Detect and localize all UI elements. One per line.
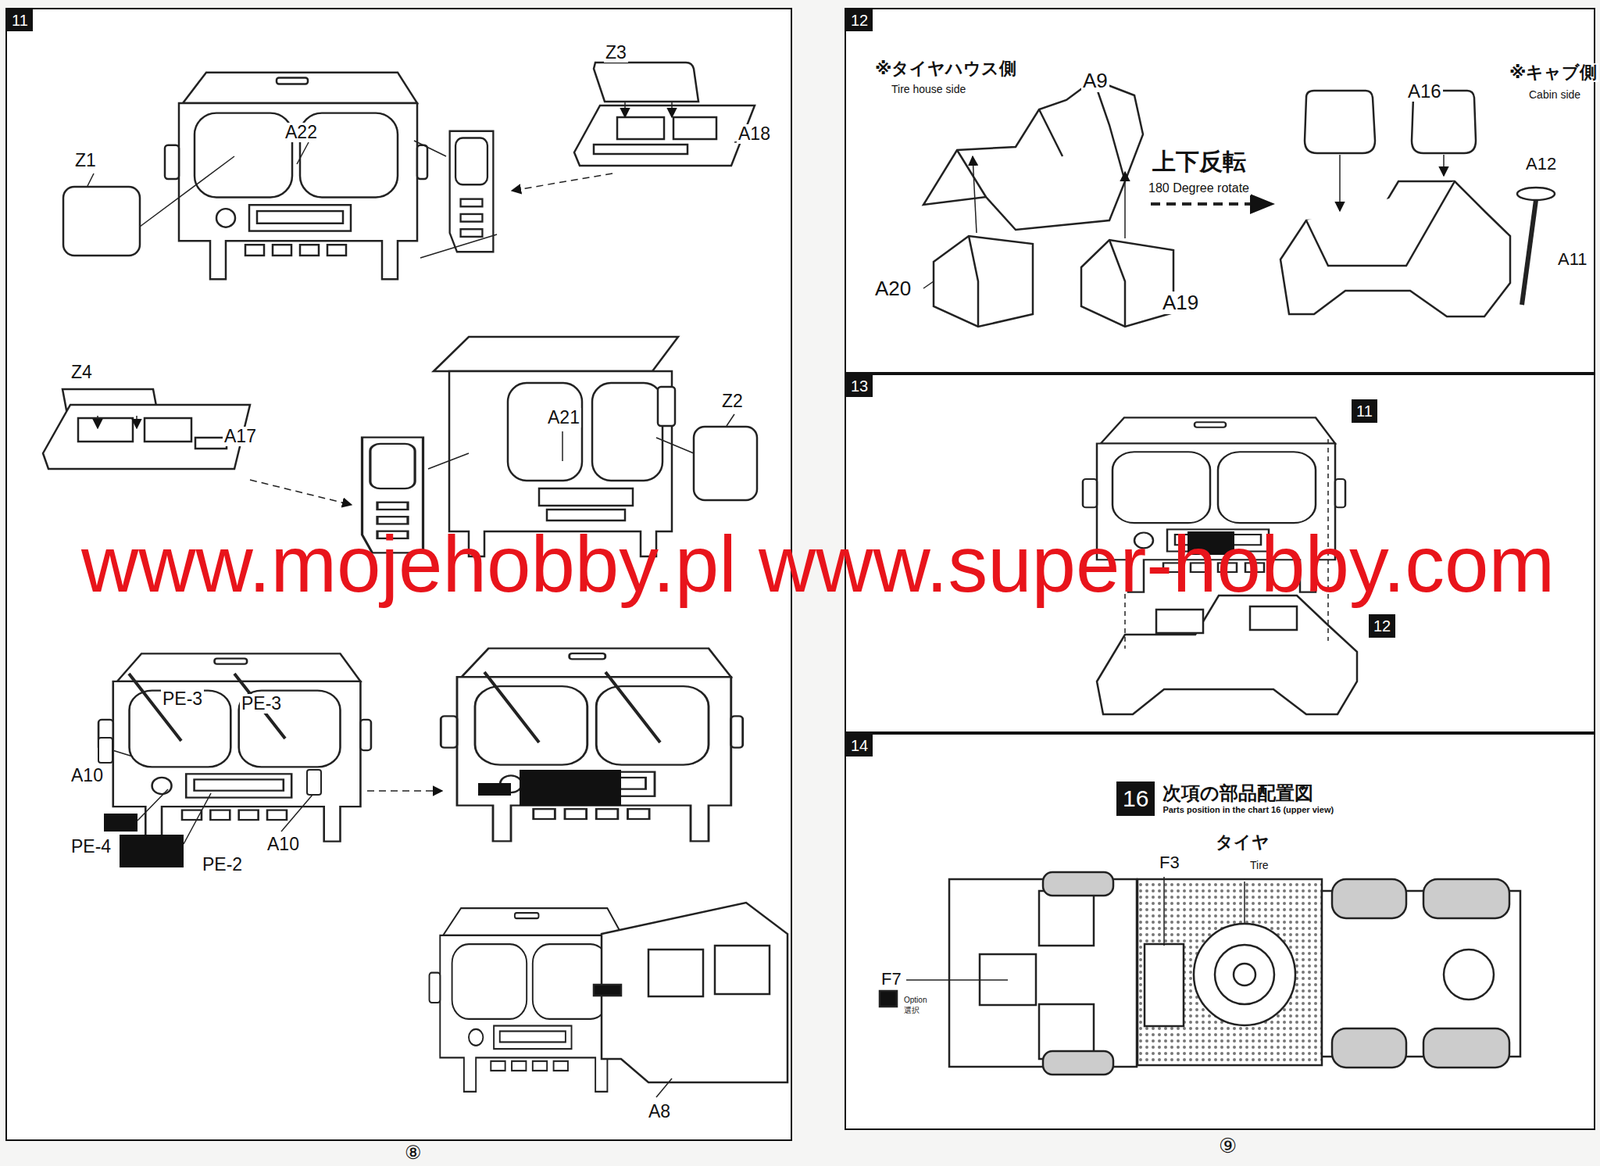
part-label: A11 [1556, 250, 1590, 269]
part-label: PE-3 [239, 693, 283, 714]
part-label: PE-4 [69, 836, 113, 857]
part-label: A9 [1081, 69, 1110, 93]
step-number: 12 [1368, 614, 1396, 638]
part-label: Option [902, 995, 929, 1004]
part-label: ※タイヤハウス側 [873, 59, 1018, 79]
part-label: 上下反転 [1150, 148, 1248, 175]
page-number: ⑨ [1217, 1134, 1239, 1158]
part-label: A18 [736, 124, 772, 144]
part-label: Z2 [720, 391, 745, 411]
step-panel: 1416次項の部品配置図Parts position in the chart … [844, 732, 1596, 1130]
part-label: 選択 [902, 1005, 922, 1015]
step-reference: 11 [1351, 399, 1378, 423]
part-label: A10 [265, 834, 301, 854]
part-label: Z4 [69, 362, 94, 383]
part-label: Z3 [603, 42, 629, 63]
watermark: www.mojehobby.pl www.super-hobby.com [81, 525, 1555, 605]
chart-subheading: Parts position in the chart 16 (upper vi… [1162, 804, 1334, 816]
part-label: ※キャブ側 [1507, 63, 1599, 83]
part-label: F3 [1157, 853, 1182, 872]
part-label: Tire house side [889, 83, 968, 96]
part-label: A21 [546, 407, 582, 428]
part-label: PE-3 [160, 689, 204, 709]
chart-reference: 16次項の部品配置図Parts position in the chart 16… [1116, 781, 1334, 816]
part-label: タイヤ [1214, 832, 1272, 852]
part-label: A19 [1160, 291, 1200, 315]
part-label: A22 [283, 122, 319, 143]
part-label: F7 [879, 969, 904, 989]
page-number: ⑧ [403, 1142, 424, 1163]
chart-heading: 次項の部品配置図 [1162, 781, 1334, 805]
part-label: 180 Degree rotate [1146, 181, 1251, 196]
part-label: Cabin side [1527, 89, 1583, 101]
part-label: A8 [646, 1101, 672, 1122]
heading-block: 次項の部品配置図Parts position in the chart 16 (… [1162, 781, 1334, 816]
part-label: A16 [1406, 81, 1443, 102]
part-label: Z1 [73, 150, 98, 171]
step-number: 16 [1116, 781, 1155, 816]
step-number: 11 [1351, 399, 1378, 423]
part-label: A20 [873, 277, 913, 300]
step-number: 12 [846, 9, 873, 32]
part-label: A17 [222, 426, 258, 447]
step-number: 14 [846, 734, 873, 757]
step-number: 13 [846, 375, 873, 397]
part-label: A12 [1524, 154, 1558, 174]
step-number: 11 [7, 9, 33, 32]
part-label: A10 [69, 765, 105, 786]
part-label: Tire [1248, 859, 1271, 872]
step-reference: 12 [1368, 614, 1396, 638]
part-label: PE-2 [200, 854, 244, 875]
